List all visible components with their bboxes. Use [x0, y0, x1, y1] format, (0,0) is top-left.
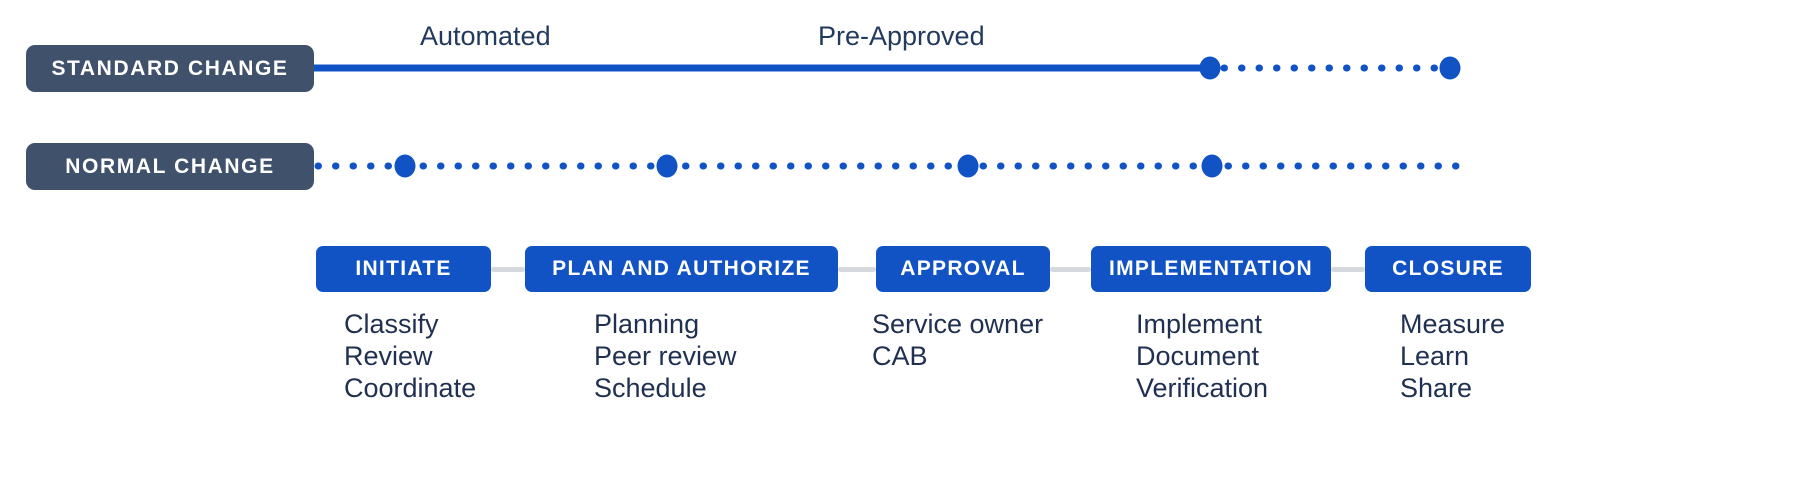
timeline-milestone-dot: [394, 154, 416, 178]
stage-bar-label: CLOSURE: [1392, 257, 1504, 280]
annotation-pre-approved: Pre-Approved: [818, 21, 985, 51]
stage-bar-label: PLAN AND AUTHORIZE: [552, 257, 811, 280]
timeline-track-standard-change: [310, 53, 1780, 83]
stage-item: Peer review: [594, 341, 737, 371]
timeline-normal-svg: [314, 154, 1474, 178]
timeline-milestone-dot: [1439, 56, 1461, 80]
stage-item: Document: [1136, 341, 1260, 371]
timeline-milestone-dot: [656, 154, 678, 178]
stage-connector: [491, 267, 525, 272]
stage-bar-label: IMPLEMENTATION: [1108, 257, 1314, 280]
stage-connector: [838, 267, 876, 272]
stage-item: Measure: [1400, 309, 1506, 339]
stage-bar-approval[interactable]: APPROVAL: [876, 246, 1050, 292]
stage-item: Review: [344, 341, 433, 371]
stage-bar-plan-and-authorize[interactable]: PLAN AND AUTHORIZE: [525, 246, 838, 292]
stage-item: Share: [1400, 373, 1473, 403]
stage-item: Learn: [1400, 341, 1470, 371]
stage-connector: [1050, 267, 1091, 272]
timeline-milestone-dot: [1199, 56, 1221, 80]
timeline-milestone-dot: [957, 154, 979, 178]
stage-bar-label: INITIATE: [355, 257, 452, 280]
stage-item: Classify: [344, 309, 439, 339]
stage-item: Coordinate: [344, 373, 477, 403]
timeline-label-standard-change: STANDARD CHANGE: [26, 45, 314, 92]
stage-item: Schedule: [594, 373, 707, 403]
stage-bar-initiate[interactable]: INITIATE: [316, 246, 491, 292]
stage-item: Planning: [594, 309, 700, 339]
stage-item: CAB: [872, 341, 928, 371]
stage-item: Verification: [1136, 373, 1269, 403]
stage-bar-implementation[interactable]: IMPLEMENTATION: [1091, 246, 1331, 292]
stage-bar-closure[interactable]: CLOSURE: [1365, 246, 1531, 292]
timeline-standard-svg: [310, 56, 1461, 80]
timeline-label-normal-change: NORMAL CHANGE: [26, 143, 314, 190]
annotation-automated: Automated: [420, 21, 551, 51]
timeline-track-normal-change: [310, 151, 1780, 181]
stage-bar-row: INITIATE PLAN AND AUTHORIZE APPROVAL IMPLEM…: [316, 246, 1776, 292]
timeline-milestone-dot: [1201, 154, 1223, 178]
stage-item: Implement: [1136, 309, 1263, 339]
stage-connector: [1331, 267, 1365, 272]
stage-item: Service owner: [872, 309, 1044, 339]
stage-bar-label: APPROVAL: [900, 257, 1026, 280]
